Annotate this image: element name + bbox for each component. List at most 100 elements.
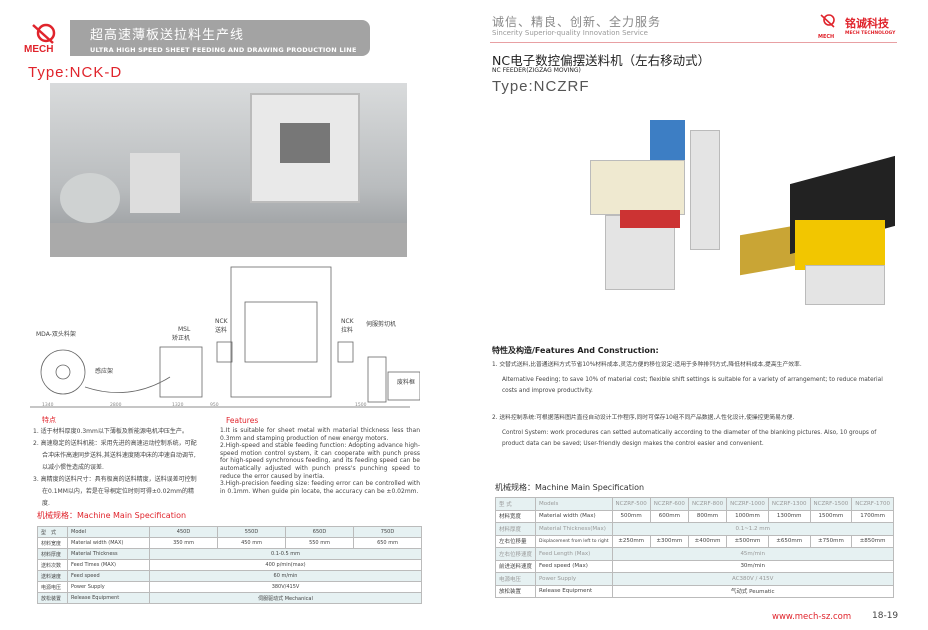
header-bar: 超高速薄板送拉料生产线 ULTRA HIGH SPEED SHEET FEEDI… (70, 20, 370, 56)
spec-title-right: 机械规格：Machine Main Specification (495, 483, 645, 492)
feature-cn-item: 1. 适于材料厚度0.3mm以下薄板及新能源电机冲压生产。 (33, 428, 188, 435)
cell: 550 mm (285, 537, 354, 549)
cell: 材料宽度 (37, 537, 68, 549)
dim: 950 (210, 403, 219, 408)
cell: 送料次数 (37, 559, 68, 571)
cell: NCZRF-1000 (726, 497, 769, 511)
cell: ±300mm (649, 534, 689, 548)
cell: 左右位移速度 (494, 547, 537, 561)
header-divider (490, 42, 897, 43)
label-mda: MDA-双头料架 (36, 331, 76, 338)
features-title-right: 特性及构造/Features And Construction: (492, 346, 659, 355)
cell: NCZRF-1500 (809, 497, 853, 511)
label-cutter: 伺服剪切机 (366, 321, 397, 328)
cell: 气动式 Peumatic (611, 584, 894, 598)
cell: NCZRF-800 (687, 497, 728, 511)
cell: 电源电压 (37, 581, 68, 593)
cell: 电源电压 (494, 572, 537, 586)
cell: AC380V / 415V (611, 572, 894, 586)
cell: 材料宽度 (494, 509, 537, 523)
cell: 型 式 (494, 497, 537, 511)
dim: 1500 (355, 403, 367, 408)
spec-title-left: 机械规格：Machine Main Specification (37, 511, 187, 520)
cell: Model (67, 526, 150, 538)
label-msl: MSL (178, 326, 191, 333)
cell: NCZRF-500 (611, 497, 651, 511)
page-number: 18-19 (872, 611, 899, 621)
cell: 650D (285, 526, 354, 538)
cell: Feed speed (67, 570, 150, 582)
label-sensor: 感应架 (95, 368, 114, 375)
cell: 350 mm (149, 537, 218, 549)
cell: Feed speed (Max) (535, 559, 613, 573)
cell: ±750mm (809, 534, 853, 548)
product-title-en: NC FEEDER(ZIGZAG MOVING) (492, 67, 581, 74)
cell: 550D (217, 526, 286, 538)
cell: 400 p/min(max) (149, 559, 422, 571)
brand-logo: MECH (818, 14, 838, 40)
features-cn-title: 特点 (42, 416, 56, 424)
dim: 1320 (172, 403, 184, 408)
cell: NCZRF-600 (649, 497, 689, 511)
header-title-cn: 超高速薄板送拉料生产线 (90, 28, 245, 43)
cell: 600mm (649, 509, 689, 523)
cell: Material width (Max) (535, 509, 613, 523)
cell: Release Equipment (535, 584, 613, 598)
cell: 送料速度 (37, 570, 68, 582)
cell: 450 mm (217, 537, 286, 549)
feature-en-item: Alternative Feeding; to save 10% of mate… (502, 377, 883, 394)
cell: Material Thickness (67, 548, 150, 560)
cell: 45m/min (611, 547, 894, 561)
feature-en-item: 1.It is suitable for sheet metal with ma… (220, 427, 420, 442)
mech-logo: MECH (24, 22, 64, 56)
cell: ±650mm (767, 534, 811, 548)
website-link[interactable]: www.mech-sz.com (772, 612, 852, 622)
type-label-right: Type:NCZRF (492, 78, 590, 95)
feature-en-item: 3.High-precision feeding size: feeding e… (220, 480, 420, 495)
logo-text: MECH (24, 44, 54, 55)
cell: 800mm (687, 509, 728, 523)
slogan-en: Sincerity Superior-quality Innovation Se… (492, 29, 648, 37)
header-title-en: ULTRA HIGH SPEED SHEET FEEDING AND DRAWI… (90, 46, 357, 54)
cell: NCZRF-1300 (767, 497, 811, 511)
cell: Power Supply (535, 572, 613, 586)
cell: 材料厚度 (37, 548, 68, 560)
cell: ±250mm (611, 534, 651, 548)
label-nck-pull: NCK (341, 318, 354, 325)
cell: 前进送料速度 (494, 559, 537, 573)
brand-cn: 铭诚科技 (845, 17, 889, 30)
cell: 放松装置 (37, 592, 68, 604)
cell: ±500mm (726, 534, 769, 548)
cell: 1700mm (851, 509, 894, 523)
cell: 型 式 (37, 526, 68, 538)
feature-cn-item: 2. 送料控制系统:可根据落料图片直径自动设计工作程序,同时可保存10组不同产品… (492, 415, 795, 421)
cell: Material Thickness(Max) (535, 522, 613, 536)
cell: Release Equipment (67, 592, 150, 604)
label-msl-cn: 矫正机 (172, 335, 191, 342)
feature-cn-item: 1. 交替式送料,比普通送料方式节省10%材料成本,灵活方便的移位设定:适用于多… (492, 362, 802, 368)
cell: 500mm (611, 509, 651, 523)
cell: 380V/415V (149, 581, 422, 593)
cell: 0.1~1.2 mm (611, 522, 894, 536)
feature-en-item: 2.High-speed and stable feeding function… (220, 442, 420, 480)
cell: 1000mm (726, 509, 769, 523)
cell: 材料厚度 (494, 522, 537, 536)
cell: 伺服驱动式 Mechanical (149, 592, 422, 604)
features-en-list: 1.It is suitable for sheet metal with ma… (220, 427, 420, 495)
cell: NCZRF-1700 (851, 497, 894, 511)
logo-text: MECH (818, 34, 835, 40)
cell: 放松装置 (494, 584, 537, 598)
feature-en-item: Control System: work procedures can sett… (502, 430, 877, 447)
production-line-photo (50, 83, 407, 257)
